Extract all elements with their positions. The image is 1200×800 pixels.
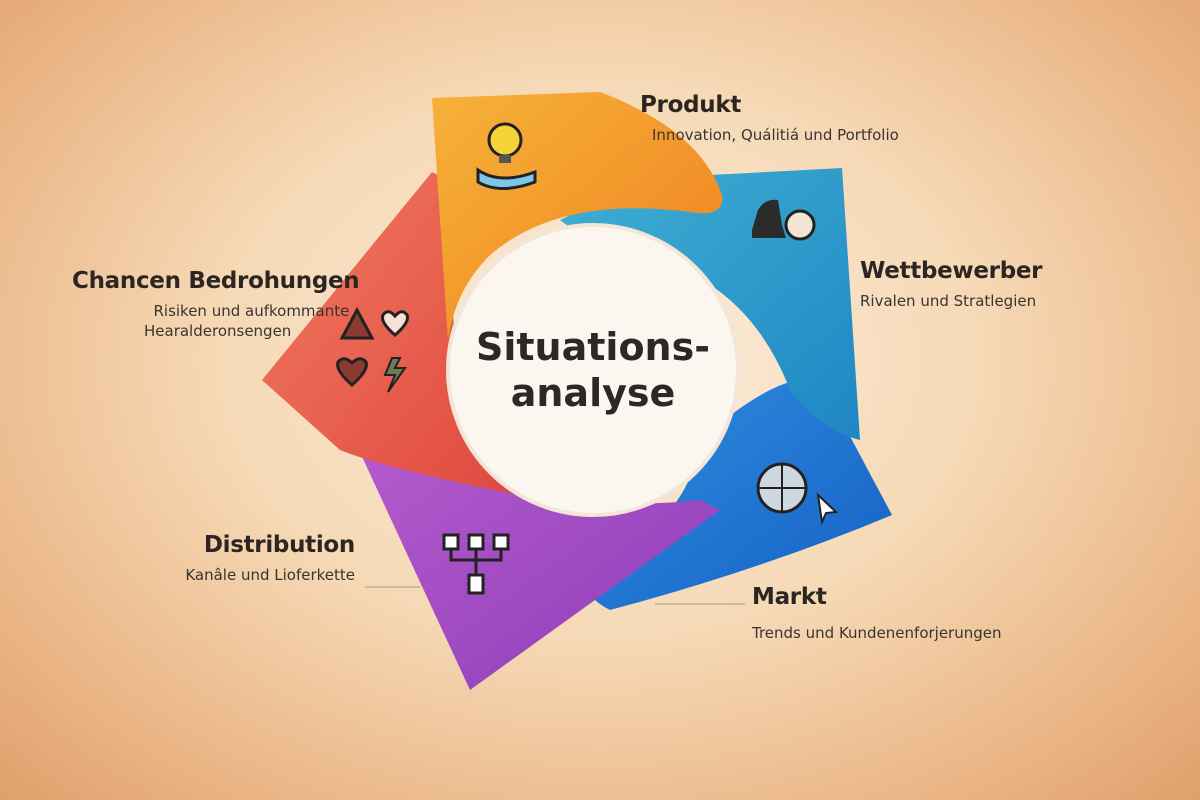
hierarchy-icon (442, 533, 510, 595)
warning-heart-lightning-icon (336, 306, 409, 393)
label-chancen: Chancen Bedrohungen Risiken und aufkomma… (72, 268, 360, 340)
label-markt: Markt Trends und Kundenenforjerungen (752, 584, 1002, 642)
globe-cursor-icon (756, 462, 839, 526)
lightbulb-hand-icon (476, 122, 537, 190)
segment-markt[interactable] (587, 378, 892, 610)
label-distribution: Distribution Kanâle und Lioferkette (185, 532, 355, 584)
label-produkt: Produkt Innovation, Quálitiá und Portfol… (640, 92, 899, 144)
center-circle (446, 223, 740, 517)
label-wettbewerber: Wettbewerber Rivalen und Stratlegien (860, 258, 1043, 310)
center-title: Situations- analyse (476, 325, 710, 415)
segment-distribution[interactable] (345, 412, 720, 690)
chess-knight-icon (752, 199, 816, 241)
